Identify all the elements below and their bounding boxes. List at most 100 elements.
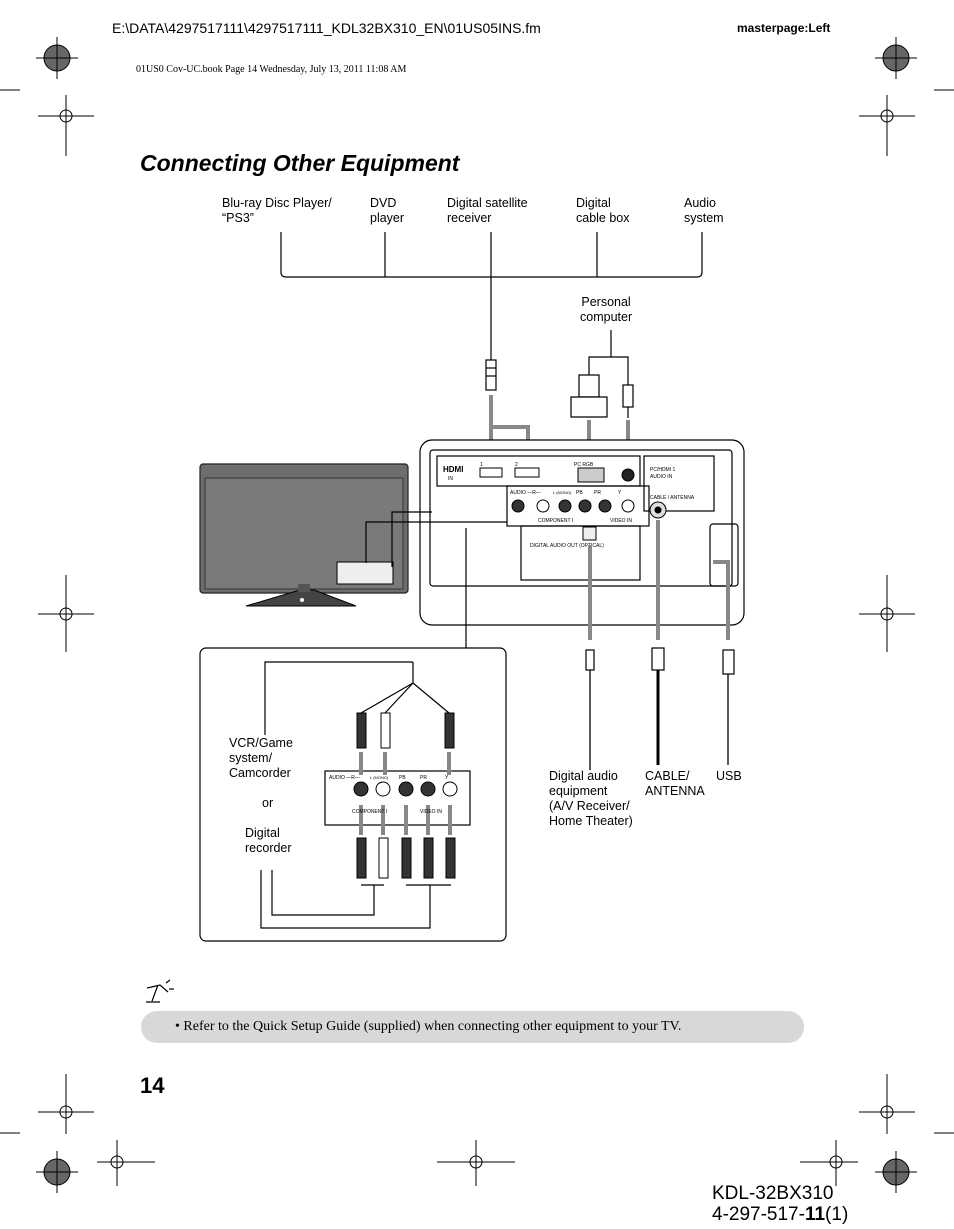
optical-plug-icon: [585, 649, 595, 671]
target-mark: [859, 575, 915, 652]
video-port: [621, 499, 635, 513]
label-dvd: DVD player: [370, 196, 404, 226]
label-line: Digital audio: [549, 769, 618, 783]
audio-in-port: [621, 468, 635, 482]
tv-panel: [365, 439, 745, 648]
hdmi-1-port: [479, 467, 503, 478]
coax-plug-icon: [651, 647, 665, 671]
label-line: (A/V Receiver/: [549, 799, 630, 813]
vga-plug-icon: [570, 374, 608, 418]
audio-l-label: L (MONO): [553, 490, 572, 495]
label-line: CABLE/: [645, 769, 690, 783]
crop-mark-tr: [875, 37, 917, 79]
target-mark: [97, 1140, 155, 1186]
pc-hdmi-audio-label: AUDIO IN: [650, 474, 673, 480]
cable-antenna-panel-label: CABLE / ANTENNA: [650, 495, 695, 501]
panel-connectors: [479, 467, 667, 541]
audio-plug-icon: [622, 384, 634, 418]
label-satellite: Digital satellite receiver: [447, 196, 528, 226]
label-digital-audio: Digital audio equipment (A/V Receiver/ H…: [549, 769, 633, 829]
device-bracket: [280, 232, 703, 360]
y-port: [598, 499, 612, 513]
label-line: Blu-ray Disc Player/: [222, 196, 332, 210]
pc-cable: [588, 330, 629, 385]
tip-note: • Refer to the Quick Setup Guide (suppli…: [141, 1011, 804, 1043]
pb-port: [558, 499, 572, 513]
digital-audio-out-label: DIGITAL AUDIO OUT (OPTICAL): [530, 543, 604, 549]
target-mark: [38, 95, 94, 156]
model-info: KDL-32BX310 4-297-517-11(1): [712, 1183, 848, 1225]
label-line: Digital: [576, 196, 611, 210]
target-mark: [859, 1074, 915, 1134]
inset-pr-label: PR: [420, 775, 427, 781]
usb-plug-icon: [722, 649, 735, 675]
pr-port: [578, 499, 592, 513]
model-number: KDL-32BX310: [712, 1183, 834, 1204]
book-info: 01US0 Cov-UC.book Page 14 Wednesday, Jul…: [136, 64, 407, 75]
file-path-header: E:\DATA\4297517111\4297517111_KDL32BX310…: [112, 20, 541, 36]
vga-port: [577, 467, 605, 483]
label-line: Audio: [684, 196, 716, 210]
inset-panel-labels: AUDIO —R— L (MONO) PB PR Y COMPONENT I V…: [329, 775, 449, 815]
target-mark: [437, 1140, 515, 1186]
label-line: Digital satellite: [447, 196, 528, 210]
inset-plugs: [356, 712, 456, 879]
hdmi-1-label: 1: [480, 462, 483, 468]
part-number: 4-297-517-11(1): [712, 1204, 848, 1225]
inset-arrows: [359, 752, 452, 835]
label-cable-box: Digital cable box: [576, 196, 630, 226]
inset-pb-label: PB: [399, 775, 406, 781]
label-vcr: VCR/Game system/ Camcorder: [229, 736, 293, 781]
label-line: Home Theater): [549, 814, 633, 828]
label-line: “PS3”: [222, 211, 254, 225]
inset-audio-r-label: AUDIO —R—: [329, 775, 360, 781]
part-bold: 11: [804, 1204, 826, 1225]
label-recorder: Digital recorder: [245, 826, 292, 856]
label-line: system/: [229, 751, 273, 765]
target-mark: [800, 1140, 858, 1186]
pb-label: PB: [576, 490, 583, 496]
crop-mark-tl: [36, 37, 78, 79]
pc-rgb-label: PC RGB: [574, 462, 594, 468]
label-line: DVD: [370, 196, 397, 210]
label-bluray: Blu-ray Disc Player/ “PS3”: [222, 196, 332, 226]
crop-mark-bl: [36, 1151, 78, 1193]
label-line: computer: [580, 310, 633, 324]
part-suffix: (1): [825, 1204, 849, 1225]
label-line: Camcorder: [229, 766, 291, 780]
hint-icon: [146, 979, 174, 1003]
label-line: VCR/Game: [229, 736, 293, 750]
label-line: Personal: [581, 295, 631, 309]
hdmi-in-label: IN: [448, 476, 453, 482]
inset-jacks: [353, 781, 458, 797]
label-cable-antenna: CABLE/ ANTENNA: [645, 769, 705, 799]
hdmi-plug-icon: [485, 359, 497, 391]
masterpage-label: masterpage:Left: [737, 21, 831, 35]
part-prefix: 4-297-517-: [712, 1204, 805, 1225]
pr-label: PR: [594, 490, 601, 496]
label-line: player: [370, 211, 405, 225]
component-label: COMPONENT I: [538, 518, 573, 524]
label-line: system: [684, 211, 724, 225]
label-line: ANTENNA: [645, 784, 705, 798]
label-line: receiver: [447, 211, 492, 225]
label-audio-system: Audio system: [684, 196, 724, 226]
hdmi-2-label: 2: [515, 462, 518, 468]
target-mark: [38, 1074, 94, 1134]
label-line: cable box: [576, 211, 630, 225]
inset-video-in-label: VIDEO IN: [420, 809, 442, 815]
label-or: or: [262, 796, 274, 810]
label-line: equipment: [549, 784, 608, 798]
connection-arrows-bottom: [588, 520, 730, 640]
inset-component-label: COMPONENT I: [352, 809, 387, 815]
registration-marks: [0, 37, 954, 1193]
inset-y-label: Y: [445, 775, 449, 781]
audio-r-port: [511, 499, 525, 513]
label-pc: Personal computer: [580, 295, 632, 325]
target-mark: [859, 95, 915, 156]
inset-box: [199, 647, 507, 942]
pc-hdmi-audio-label: PC/HDMI 1: [650, 467, 676, 473]
audio-r-label: AUDIO —R—: [510, 490, 541, 496]
crop-mark-br: [875, 1151, 917, 1193]
